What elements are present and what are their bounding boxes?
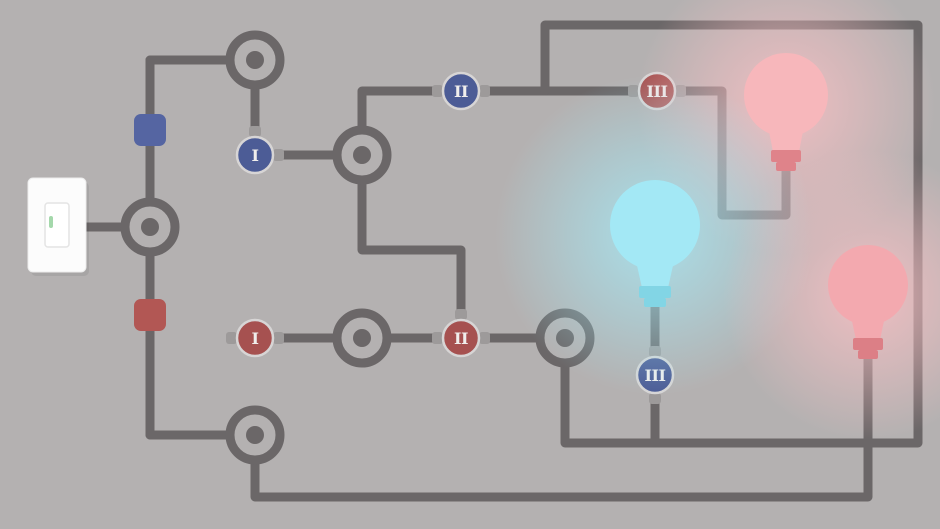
bulb-pink-top [744, 53, 828, 171]
red-square-component[interactable] [134, 299, 166, 331]
bulb-glass [828, 245, 908, 340]
nub [479, 332, 490, 344]
junction-dot [246, 51, 264, 69]
badge-circle[interactable] [235, 135, 275, 175]
badge-red-1[interactable]: I [235, 318, 275, 358]
nub [479, 85, 490, 97]
badge-blue-1[interactable]: I [235, 135, 275, 175]
nub [273, 149, 284, 161]
badge-circle[interactable] [441, 71, 481, 111]
bulb-cap [639, 286, 671, 307]
switch-rocker[interactable] [44, 202, 70, 248]
bulb-pink-mid [828, 245, 908, 359]
bulb-cyan-center [610, 180, 700, 307]
junction-dot [141, 218, 159, 236]
bulb-cap [853, 338, 883, 359]
bulb-glass [610, 180, 700, 288]
nub [249, 126, 261, 137]
blue-square-component[interactable] [134, 114, 166, 146]
badge-blue-2[interactable]: II [441, 71, 481, 111]
nub [649, 393, 661, 404]
badge-red-2[interactable]: II [441, 318, 481, 358]
junction-dot-layer [141, 51, 574, 444]
badge-circle[interactable] [235, 318, 275, 358]
bulb-glass [744, 53, 828, 152]
nub [455, 309, 467, 320]
switch-on-indicator [49, 216, 53, 228]
nub [273, 332, 284, 344]
nub [432, 332, 443, 344]
wall-switch[interactable] [27, 177, 89, 276]
nub [226, 332, 237, 344]
nub [432, 85, 443, 97]
bulb-cap [771, 150, 801, 171]
badge-circle[interactable] [441, 318, 481, 358]
junction-dot [246, 426, 264, 444]
wire-mid-staircase [357, 150, 466, 343]
junction-dot [353, 146, 371, 164]
junction-dot [353, 329, 371, 347]
